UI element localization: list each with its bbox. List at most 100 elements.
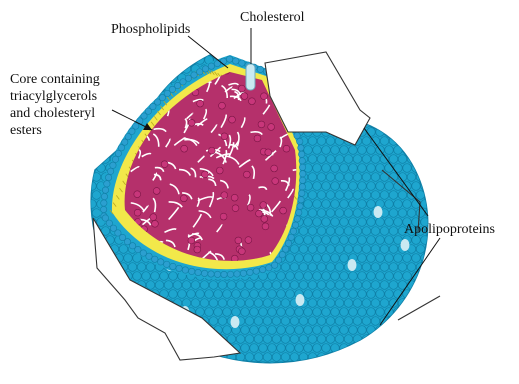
shell-bead <box>142 272 151 281</box>
shell-bead <box>349 290 358 299</box>
shell-bead <box>119 353 128 362</box>
shell-bead <box>448 344 457 353</box>
shell-bead <box>322 218 331 227</box>
shell-bead <box>317 227 326 236</box>
shell-bead <box>407 173 416 182</box>
shell-bead <box>448 200 457 209</box>
shell-bead <box>155 65 164 74</box>
shell-bead <box>128 335 137 344</box>
core-lipid-bead <box>197 100 204 107</box>
core-lipid-bead <box>271 165 278 172</box>
core-lipid-bead <box>221 133 228 140</box>
phospholipid-head <box>271 262 277 268</box>
shell-bead <box>164 65 173 74</box>
phospholipid-head <box>102 215 108 221</box>
shell-bead <box>371 353 380 362</box>
shell-bead <box>434 119 443 128</box>
shell-bead <box>416 101 425 110</box>
shell-bead <box>205 362 214 371</box>
shell-bead <box>88 344 97 353</box>
apolipoproteins-label: Apolipoproteins <box>404 221 495 238</box>
shell-bead <box>164 281 173 290</box>
shell-bead <box>326 335 335 344</box>
shell-bead <box>335 227 344 236</box>
shell-bead <box>83 335 92 344</box>
shell-bead <box>430 146 439 155</box>
shell-bead <box>358 272 367 281</box>
shell-bead <box>403 146 412 155</box>
shell-bead <box>398 353 407 362</box>
shell-bead <box>308 335 317 344</box>
core-lipid-bead <box>245 237 252 244</box>
shell-bead <box>268 290 277 299</box>
shell-bead <box>92 335 101 344</box>
shell-bead <box>452 299 461 308</box>
shell-bead <box>101 335 110 344</box>
phospholipid-head <box>208 63 214 69</box>
shell-bead <box>187 56 196 65</box>
shell-bead <box>434 101 443 110</box>
shell-bead <box>232 308 241 317</box>
core-lipid-bead <box>161 161 168 168</box>
shell-bead <box>434 281 443 290</box>
shell-bead <box>376 182 385 191</box>
shell-bead <box>214 290 223 299</box>
shell-bead <box>434 263 443 272</box>
shell-bead <box>263 317 272 326</box>
shell-bead <box>394 74 403 83</box>
shell-bead <box>407 353 416 362</box>
shell-bead <box>367 74 376 83</box>
shell-bead <box>452 281 461 290</box>
shell-bead <box>182 281 191 290</box>
core-lipid-bead <box>201 171 208 178</box>
shell-bead <box>425 101 434 110</box>
shell-bead <box>254 281 263 290</box>
shell-bead <box>259 308 268 317</box>
shell-bead <box>340 56 349 65</box>
core-lipid-bead <box>208 147 215 154</box>
shell-bead <box>425 83 434 92</box>
shell-bead <box>317 173 326 182</box>
shell-bead <box>430 344 439 353</box>
phospholipid-head <box>298 197 304 203</box>
shell-bead <box>88 254 97 263</box>
shell-bead <box>430 164 439 173</box>
shell-bead <box>349 326 358 335</box>
shell-bead <box>322 146 331 155</box>
shell-bead <box>304 326 313 335</box>
shell-bead <box>380 299 389 308</box>
shell-bead <box>412 362 421 371</box>
shell-bead <box>371 335 380 344</box>
shell-bead <box>403 272 412 281</box>
shell-bead <box>385 290 394 299</box>
shell-bead <box>358 92 367 101</box>
core-lipid-bead <box>283 145 290 152</box>
shell-bead <box>452 317 461 326</box>
shell-bead <box>115 326 124 335</box>
shell-bead <box>128 317 137 326</box>
shell-bead <box>389 83 398 92</box>
shell-bead <box>83 245 92 254</box>
shell-bead <box>398 155 407 164</box>
shell-bead <box>308 299 317 308</box>
phospholipid-head <box>299 184 305 190</box>
shell-bead <box>439 308 448 317</box>
shell-bead <box>416 119 425 128</box>
shell-bead <box>434 353 443 362</box>
shell-bead <box>344 299 353 308</box>
shell-bead <box>133 272 142 281</box>
shell-bead <box>79 146 88 155</box>
shell-bead <box>272 317 281 326</box>
shell-bead <box>335 317 344 326</box>
phospholipid-head <box>299 190 305 196</box>
shell-bead <box>254 317 263 326</box>
shell-bead <box>344 353 353 362</box>
shell-bead <box>110 137 119 146</box>
shell-bead <box>425 317 434 326</box>
shell-cholesterol-spot <box>401 239 410 251</box>
shell-bead <box>425 191 434 200</box>
phospholipid-head <box>226 56 232 62</box>
shell-bead <box>430 92 439 101</box>
cholesterol-rod <box>246 64 255 90</box>
shell-bead <box>443 173 452 182</box>
